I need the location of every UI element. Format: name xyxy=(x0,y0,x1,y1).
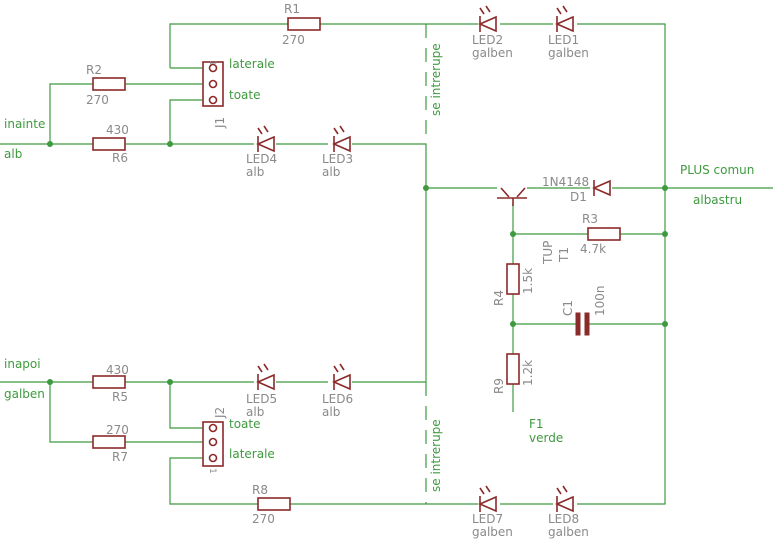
led2-value: galben xyxy=(472,46,513,60)
led-led7: LED7 galben xyxy=(472,485,513,539)
connector-j1: 1 J1 laterale toate xyxy=(202,57,275,129)
r8-name: R8 xyxy=(252,483,268,497)
led7-name: LED7 xyxy=(472,512,503,526)
r2-name: R2 xyxy=(86,63,102,77)
resistor-r3: R3 4.7k xyxy=(580,212,621,256)
t1-name: T1 xyxy=(557,247,571,263)
led-led6: LED6 alb xyxy=(322,363,353,419)
net-verde: verde xyxy=(529,431,563,445)
r3-value: 4.7k xyxy=(580,242,606,256)
r8-value: 270 xyxy=(252,512,275,526)
r9-value: 1.2k xyxy=(521,360,535,386)
r5-value: 430 xyxy=(106,363,129,377)
net-plus-comun: PLUS comun xyxy=(680,163,754,177)
net-albastru: albastru xyxy=(693,193,742,207)
led8-value: galben xyxy=(548,525,589,539)
net-alb: alb xyxy=(4,147,22,161)
j2-laterale-label: laterale xyxy=(229,447,275,461)
net-se-intrerupe-bottom: se intrerupe xyxy=(429,419,443,492)
led6-name: LED6 xyxy=(322,392,353,406)
led4-value: alb xyxy=(246,165,264,179)
d1-value: 1N4148 xyxy=(542,175,589,189)
j2-name: J2 xyxy=(213,407,227,419)
led-led2: LED2 galben xyxy=(472,5,513,60)
net-inapoi: inapoi xyxy=(4,357,41,371)
net-galben: galben xyxy=(4,387,45,401)
led-led5: LED5 alb xyxy=(246,363,277,419)
led1-name: LED1 xyxy=(548,33,579,47)
junction-dot xyxy=(167,141,173,147)
net-f1: F1 xyxy=(529,417,544,431)
led3-name: LED3 xyxy=(322,152,353,166)
resistor-r1: R1 270 xyxy=(282,2,321,47)
led-led4: LED4 alb xyxy=(246,125,277,179)
r1-name: R1 xyxy=(284,2,300,16)
led3-value: alb xyxy=(322,165,340,179)
led-led1: LED1 galben xyxy=(548,5,589,60)
j1-pin: 1 xyxy=(207,60,217,66)
junction-dot xyxy=(662,321,668,327)
junction-dot xyxy=(423,185,429,191)
junction-dot xyxy=(510,321,516,327)
resistor-r6: 430 R6 xyxy=(92,123,129,165)
r3-name: R3 xyxy=(582,212,598,226)
c1-name: C1 xyxy=(561,300,575,316)
j2-pin: 1 xyxy=(207,468,217,474)
net-inainte: inainte xyxy=(4,117,45,131)
connector-j2: 1 J2 toate laterale xyxy=(202,407,275,474)
c1-value: 100n xyxy=(593,285,607,316)
r4-value: 1.5k xyxy=(521,268,535,294)
led7-value: galben xyxy=(472,525,513,539)
diode-d1: 1N4148 D1 xyxy=(542,175,611,204)
r2-value: 270 xyxy=(86,93,109,107)
led-led8: LED8 galben xyxy=(548,485,589,539)
junctions xyxy=(47,141,668,385)
led5-value: alb xyxy=(246,405,264,419)
r9-name: R9 xyxy=(492,378,506,394)
net-se-intrerupe-top: se intrerupe xyxy=(429,43,443,116)
led1-value: galben xyxy=(548,46,589,60)
r4-name: R4 xyxy=(492,290,506,306)
resistor-r8: R8 270 xyxy=(252,483,291,526)
resistor-r2: R2 270 xyxy=(86,63,126,107)
r7-value: 270 xyxy=(106,423,129,437)
r1-value: 270 xyxy=(282,33,305,47)
t1-value: TUP xyxy=(541,241,555,265)
j2-toate-label: toate xyxy=(229,417,261,431)
led4-name: LED4 xyxy=(246,152,277,166)
junction-dot xyxy=(47,141,53,147)
wires xyxy=(0,23,773,505)
capacitor-c1: C1 100n xyxy=(561,285,607,336)
led2-name: LED2 xyxy=(472,33,503,47)
r5-name: R5 xyxy=(112,390,128,404)
resistor-r5: 430 R5 xyxy=(92,363,129,404)
r6-name: R6 xyxy=(112,151,128,165)
junction-dot xyxy=(510,231,516,237)
junction-dot xyxy=(662,231,668,237)
junction-dot xyxy=(47,379,53,385)
resistor-r4: R4 1.5k xyxy=(492,263,535,306)
junction-dot xyxy=(662,185,668,191)
r7-name: R7 xyxy=(112,450,128,464)
led5-name: LED5 xyxy=(246,392,277,406)
r6-value: 430 xyxy=(106,123,129,137)
j1-toate-label: toate xyxy=(229,88,261,102)
d1-name: D1 xyxy=(570,190,587,204)
junction-dot xyxy=(167,379,173,385)
j1-laterale-label: laterale xyxy=(229,57,275,71)
transistor-t1: TUP T1 xyxy=(497,187,571,265)
led8-name: LED8 xyxy=(548,512,579,526)
j1-name: J1 xyxy=(213,117,227,129)
net-labels: inainte alb inapoi galben PLUS comun alb… xyxy=(4,43,754,492)
resistor-r7: 270 R7 xyxy=(92,423,129,464)
resistor-r9: R9 1.2k xyxy=(492,353,535,394)
led-led3: LED3 alb xyxy=(322,125,353,179)
led6-value: alb xyxy=(322,405,340,419)
